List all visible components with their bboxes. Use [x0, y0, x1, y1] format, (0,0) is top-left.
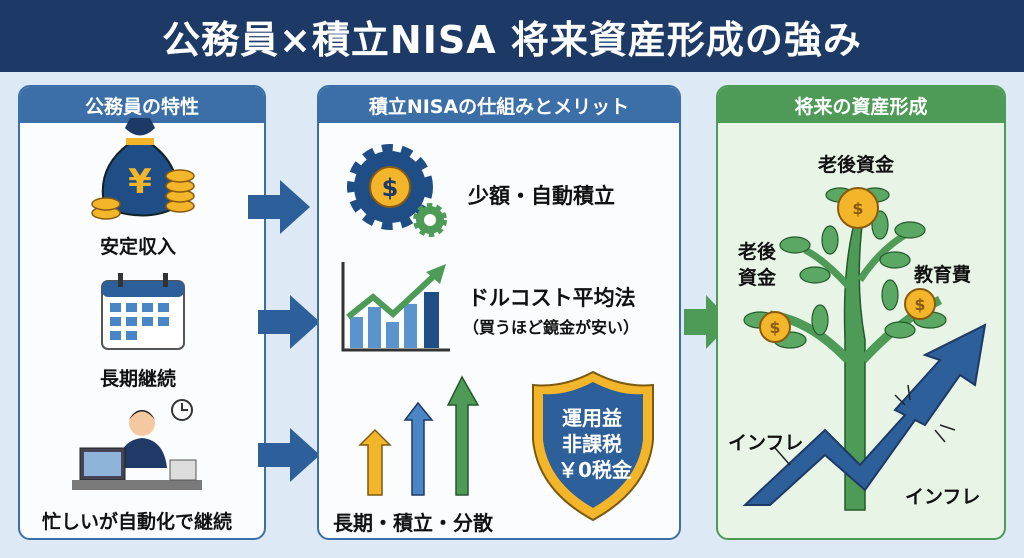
shield-icon [532, 370, 654, 522]
shield-line: 非課税 [562, 432, 622, 456]
arrow-right-icon [248, 180, 310, 234]
gear-dollar-icon: $ [347, 144, 447, 237]
svg-text:$: $ [382, 174, 399, 202]
office-worker-icon [72, 399, 202, 490]
bar-chart-icon [341, 262, 450, 352]
inflation-label: インフレ [905, 486, 981, 508]
panel-header: 積立NISAの仕組みとメリット [319, 87, 679, 123]
inflation-label: インフレ [728, 432, 804, 454]
panel-header: 将来の資産形成 [718, 87, 1004, 123]
goal-label-retirement: 老後 [738, 241, 777, 263]
item-label: 安定収入 [100, 236, 177, 258]
goal-label-retirement: 老後資金 [818, 154, 895, 176]
shield-line: 運用益 [562, 406, 622, 430]
item-label: 忙しいが自動化で継続 [42, 511, 233, 533]
money-tree-icon: $ $ $ [742, 187, 987, 511]
svg-text:¥: ¥ [128, 162, 152, 202]
page-title: 公務員×積立NISA 将来資産形成の強み [0, 0, 1024, 72]
item-label: 少額・自動積立 [468, 184, 615, 208]
goal-label-retirement: 資金 [738, 267, 777, 289]
calendar-icon [101, 273, 185, 350]
item-sublabel: （買うほど鏡金が安い） [463, 318, 640, 337]
svg-text:$: $ [914, 295, 925, 314]
item-label: 長期継続 [100, 368, 177, 390]
svg-text:$: $ [852, 199, 863, 218]
item-label: 長期・積立・分散 [333, 511, 493, 535]
item-label: ドルコスト平均法 [468, 286, 636, 310]
goal-label-education: 教育費 [914, 264, 972, 286]
arrow-right-icon [258, 428, 320, 482]
arrow-right-icon [258, 295, 320, 349]
arrow-right-icon [684, 295, 732, 349]
rising-arrows-icon [358, 375, 480, 496]
shield-line: ￥0税金 [558, 458, 632, 482]
money-bag-icon: ¥ [91, 118, 195, 220]
panel-header: 公務員の特性 [20, 87, 264, 123]
svg-text:$: $ [769, 318, 780, 337]
